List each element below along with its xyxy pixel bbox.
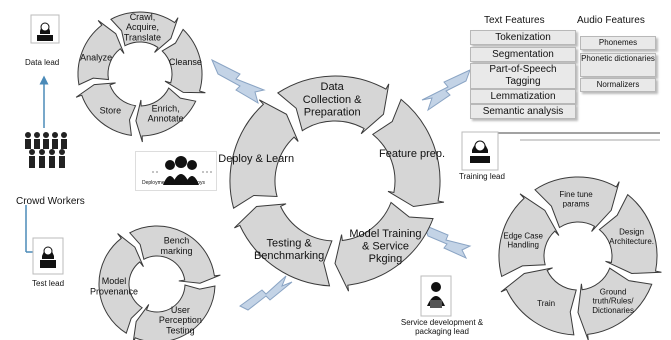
training-cycle-arrow-4 <box>500 267 577 336</box>
data-prep-cycle-arrow-3 <box>135 87 197 143</box>
training-cycle-arrow-2 <box>598 193 662 274</box>
training-lead-label: Training lead <box>459 172 505 181</box>
service-dev-lead-label: Service development & packaging lead <box>400 318 484 336</box>
data-prep-cycle-arrow-4 <box>75 82 137 136</box>
testing-cycle-arrow-1 <box>128 225 221 284</box>
data-prep-cycle-arrow-5 <box>77 20 125 86</box>
text-features-title: Text Features <box>484 15 545 26</box>
audio-feature-normalizers: Normalizers <box>580 78 656 92</box>
text-feature-segmentation: Segmentation <box>470 47 576 62</box>
audio-feature-phonetic-dictionaries: Phonetic dictionaries <box>580 53 656 77</box>
deployment-team-label: Deployment Team – deploys <box>142 180 205 186</box>
data-lead-icon <box>30 14 60 44</box>
testing-cycle-arrow-3 <box>98 233 144 334</box>
deployment-team-card <box>135 151 217 191</box>
central-cycle-arrow-1 <box>276 75 390 135</box>
central-cycle-arrow-2 <box>371 98 445 208</box>
central-cycle-arrow-5 <box>229 99 299 209</box>
data-prep-cycle-label-2: Cleanse <box>169 57 202 67</box>
testing-cycle-arrow-2 <box>133 284 216 340</box>
text-feature-lemmatization: Lemmatization <box>470 89 576 104</box>
central-cycle-label-2: Feature prep. <box>379 148 445 160</box>
data-prep-cycle-arrow-1 <box>110 11 179 53</box>
training-cycle-arrow-5 <box>498 193 560 278</box>
audio-feature-phonemes: Phonemes <box>580 36 656 50</box>
data-prep-cycle-label-3: Enrich,Annotate <box>148 103 184 123</box>
test-lead-label: Test lead <box>32 279 65 288</box>
service-dev-lead-icon <box>420 275 452 317</box>
central-cycle-label-5: Deploy & Learn <box>218 153 294 165</box>
bolt-bottom-left <box>239 275 293 311</box>
data-prep-cycle-label-5: Analyze <box>80 52 112 62</box>
data-prep-cycle-label-1: Crawl,Acquire,Translate <box>124 12 161 43</box>
data-lead-label: Data lead <box>25 58 60 67</box>
data-prep-cycle-arrow-2 <box>161 28 206 94</box>
bolt-top-right <box>421 69 471 112</box>
training-cycle-arrow-3 <box>577 267 653 340</box>
crowd-workers-label: Crowd Workers <box>16 196 85 207</box>
bolt-mid-right <box>423 224 472 260</box>
test-lead-icon <box>32 237 64 275</box>
crowd-workers-icon <box>25 132 67 168</box>
training-lead-icon <box>461 131 499 171</box>
bolt-top-left <box>211 58 266 105</box>
central-cycle-arrow-4 <box>234 203 333 287</box>
training-cycle-arrow-1 <box>534 176 620 232</box>
central-cycle-arrow-3 <box>334 201 434 292</box>
text-feature-semantic-analysis: Semantic analysis <box>470 104 576 119</box>
training-cycle-label-4: Train <box>537 299 555 308</box>
audio-features-title: Audio Features <box>577 15 645 26</box>
central-cycle-label-4: Testing &Benchmarking <box>254 238 324 263</box>
text-feature-pos-tagging: Part-of-Speech Tagging <box>470 63 576 89</box>
deployment-team-icon <box>152 156 212 185</box>
text-feature-tokenization: Tokenization <box>470 30 576 45</box>
data-prep-cycle-label-4: Store <box>100 106 122 116</box>
